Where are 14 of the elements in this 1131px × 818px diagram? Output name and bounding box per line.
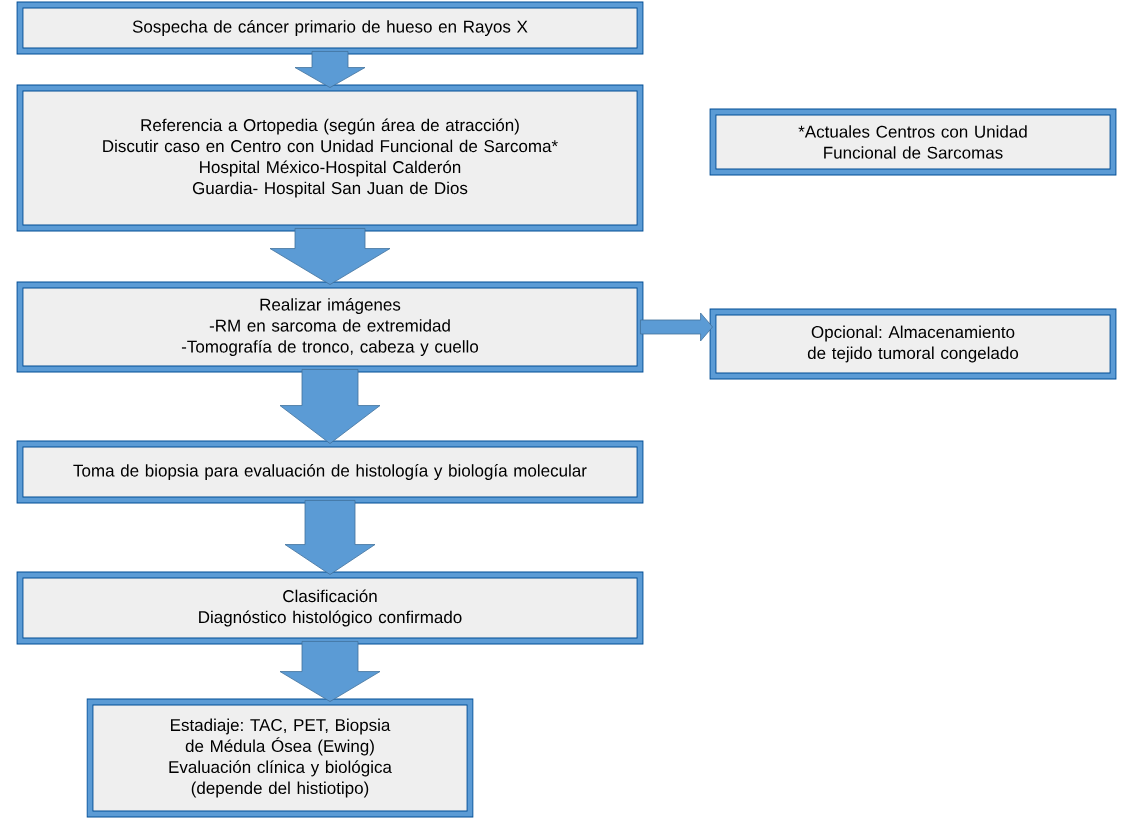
block-arrow	[269, 228, 391, 285]
process-box: Toma de biopsia para evaluación de histología y biología molecular	[16, 440, 644, 504]
block-arrow	[294, 51, 366, 88]
process-box: Sospecha de cáncer primario de hueso en Rayos X	[16, 1, 644, 55]
process-box: Realizar imágenes -RM en sarcoma de extremidad -Tomografía de tronco, cabeza y cuello	[16, 281, 644, 373]
process-box: Estadiaje: TAC, PET, Biopsia de Médula Ósea (Ewing) Evaluación clínica y biológica (depende del histiotipo)	[86, 698, 474, 818]
process-box: Opcional: Almacenamiento de tejido tumoral congelado	[709, 308, 1117, 380]
block-arrow	[284, 500, 376, 575]
block-arrow	[279, 369, 381, 444]
note-box: *Actuales Centros con Unidad Funcional de Sarcomas	[709, 108, 1117, 176]
block-arrow	[279, 641, 381, 702]
process-box: Referencia a Ortopedia (según área de atracción) Discutir caso en Centro con Unidad Funcional de Sarcoma* Hospital México-Hospital Calderón Guardia- Hospital San Juan de Dios	[16, 84, 644, 232]
process-box: Clasificación Diagnóstico histológico confirmado	[16, 571, 644, 645]
block-arrow	[640, 312, 713, 342]
